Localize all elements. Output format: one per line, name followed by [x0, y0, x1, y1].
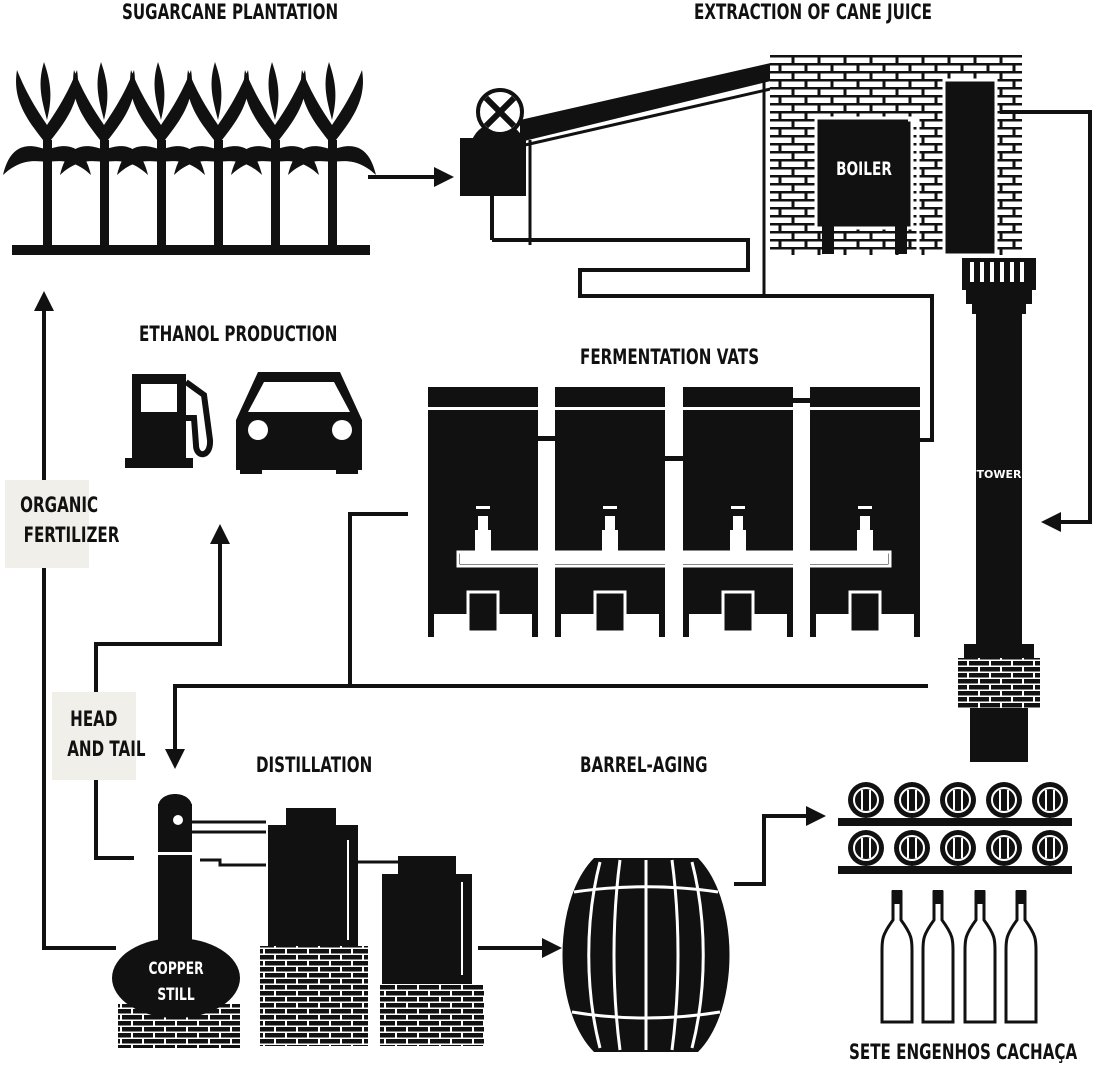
barrel-aging-label: BARREL-AGING — [580, 753, 708, 777]
sugarcane-icon — [3, 62, 376, 255]
sugarcane-plantation-label: SUGARCANE PLANTATION — [122, 0, 339, 24]
arrow-fertilizer-to-plantation — [34, 291, 116, 950]
head-text: HEAD — [70, 707, 118, 731]
organic-text: ORGANIC — [20, 493, 99, 517]
distillation-label: DISTILLATION — [256, 753, 373, 777]
arrow-barrel-to-bottles — [734, 806, 826, 886]
cane-mill-icon — [460, 62, 776, 245]
car-icon — [236, 372, 362, 474]
arrow-head-tail-to-ethanol — [94, 524, 230, 860]
extraction-label: EXTRACTION OF CANE JUICE — [694, 0, 932, 24]
fermentation-vats-label: FERMENTATION VATS — [580, 345, 760, 369]
bottle-icon — [880, 890, 1038, 1024]
fertilizer-text: FERTILIZER — [23, 523, 120, 547]
pipe-ferment-to-still — [348, 512, 928, 688]
barrel-rack — [838, 782, 1072, 874]
barrel-icon — [562, 858, 730, 1052]
tower-label: TOWER — [976, 468, 1022, 481]
head-and-tail-label: HEAD AND TAIL — [52, 692, 145, 780]
copper-text: COPPER — [148, 959, 204, 979]
still-text: STILL — [157, 985, 195, 1005]
copper-still-label: COPPER STILL — [128, 956, 224, 1008]
gas-pump-icon — [125, 374, 213, 468]
cane-stalk — [3, 62, 91, 248]
organic-fertilizer-label: ORGANIC FERTILIZER — [5, 480, 119, 568]
boiler-label: BOILER — [836, 158, 892, 180]
ethanol-production-label: ETHANOL PRODUCTION — [139, 322, 338, 346]
boiler-house — [770, 55, 1022, 257]
copper-still-icon — [112, 794, 484, 1048]
pipe-juice — [492, 238, 934, 442]
tower-icon — [958, 258, 1040, 762]
vat-icon — [428, 387, 920, 637]
brand-label: SETE ENGENHOS CACHAÇA — [849, 1040, 1078, 1064]
and-tail-text: AND TAIL — [67, 737, 146, 761]
